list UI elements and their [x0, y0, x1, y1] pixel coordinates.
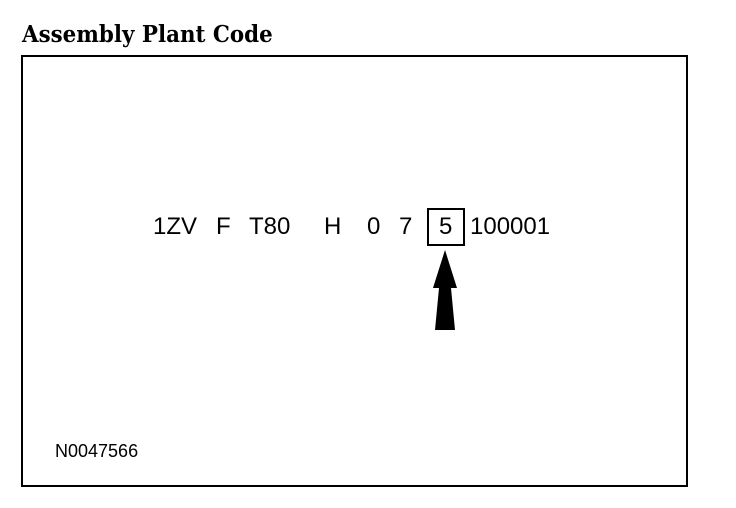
diagram-frame: [21, 55, 688, 487]
figure-id-label: N0047566: [55, 441, 139, 461]
diagram-title: Assembly Plant Code: [22, 21, 273, 48]
assembly-plant-highlight-box: [427, 208, 465, 246]
vin-check-digit: 0: [367, 213, 381, 240]
vin-model-year: 7: [399, 213, 413, 240]
vin-wmi: 1ZV: [153, 213, 198, 240]
arrow-up-icon: [433, 250, 457, 330]
vin-serial-number: 100001: [470, 213, 551, 240]
vin-line-series-body: T80: [249, 213, 291, 240]
vin-restraint: F: [216, 213, 231, 240]
vin-assembly-plant: 5: [439, 213, 453, 240]
vin-engine: H: [324, 213, 342, 240]
